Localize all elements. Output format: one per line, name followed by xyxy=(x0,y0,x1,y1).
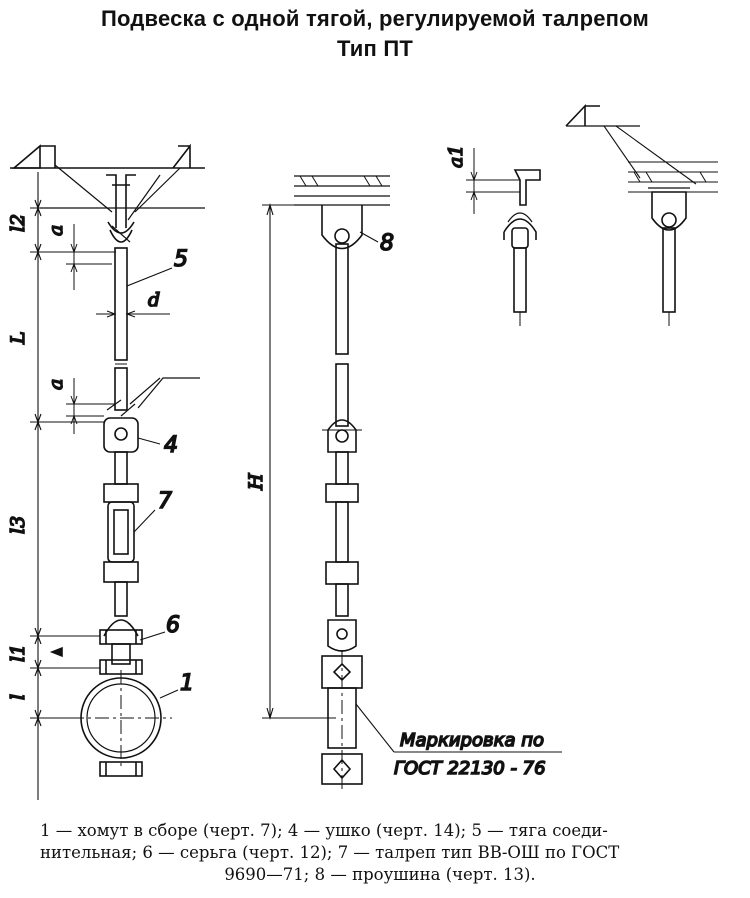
title-line-1: Подвеска с одной тягой, регулируемой тал… xyxy=(101,6,649,31)
dim-l2-label: l2 xyxy=(7,214,29,232)
dim-a-upper-label: a xyxy=(45,225,67,236)
dim-l-label: l xyxy=(7,694,29,700)
detail-view-lug xyxy=(565,103,718,326)
callout-5: 5 xyxy=(174,247,188,272)
rod-lower xyxy=(114,367,128,411)
weld-symbol-right xyxy=(172,143,191,169)
callout-8: 8 xyxy=(380,231,394,256)
mid-rod-upper xyxy=(335,243,349,355)
mid-rod-lower xyxy=(335,363,349,427)
detail-view-a1 xyxy=(466,148,541,326)
title-line-2: Тип ПТ xyxy=(337,36,413,61)
turnbuckle-bottom-nut xyxy=(103,561,139,583)
caption-line-3: 9690—71; 8 — проушина (черт. 13). xyxy=(224,865,536,884)
rod-upper xyxy=(114,247,128,361)
marking-line-2: ГОСТ 22130 - 76 xyxy=(394,758,546,779)
mid-turnbuckle-nut-top xyxy=(325,483,359,503)
detail-lug xyxy=(651,191,687,231)
detail-beam-1 xyxy=(513,169,541,206)
callout-6: 6 xyxy=(166,613,180,638)
ear-pin xyxy=(114,427,128,441)
shackle-6 xyxy=(103,619,139,637)
dim-l3-label: l3 xyxy=(7,516,29,534)
caption-line-2: нительная; 6 — серьга (черт. 12); 7 — та… xyxy=(40,843,620,862)
turnbuckle-top-nut xyxy=(103,483,139,503)
lug-8 xyxy=(321,205,363,250)
dim-a1-label: a1 xyxy=(445,145,467,168)
clamp-bolt-bottom xyxy=(99,761,143,777)
marking-line-1: Маркировка по xyxy=(400,730,544,751)
caption-line-1: 1 — хомут в сборе (черт. 7); 4 — ушко (ч… xyxy=(40,821,608,840)
dim-d-label: d xyxy=(148,289,160,311)
rod-mid xyxy=(114,451,128,485)
dim-a-mid-label: a xyxy=(45,379,67,390)
callout-7: 7 xyxy=(158,489,172,514)
technical-drawing: l2 a L d a l3 l1 l 5 4 7 6 1 xyxy=(6,103,718,800)
dim-L-label: L xyxy=(7,331,29,345)
dim-l1-label: l1 xyxy=(7,644,29,662)
turnbuckle-7 xyxy=(107,501,135,563)
weld-symbol-left xyxy=(11,144,56,169)
mid-ear xyxy=(327,419,357,453)
top-beam xyxy=(106,174,136,205)
mid-turnbuckle-nut-bottom xyxy=(325,561,359,585)
weld-symbol-detail xyxy=(565,103,600,127)
callout-1: 1 xyxy=(180,671,194,696)
middle-view xyxy=(262,175,562,792)
lug-pin xyxy=(334,228,350,244)
mid-shackle xyxy=(327,619,357,652)
ear-4 xyxy=(103,417,139,453)
rod-lower-2 xyxy=(114,581,128,617)
callout-4: 4 xyxy=(164,433,178,458)
detail-clevis-1 xyxy=(503,218,537,240)
legend-caption: 1 — хомут в сборе (черт. 7); 4 — ушко (ч… xyxy=(40,820,720,886)
dim-H-label: H xyxy=(245,473,267,491)
left-view xyxy=(10,143,205,800)
turnbuckle-window xyxy=(113,509,129,555)
